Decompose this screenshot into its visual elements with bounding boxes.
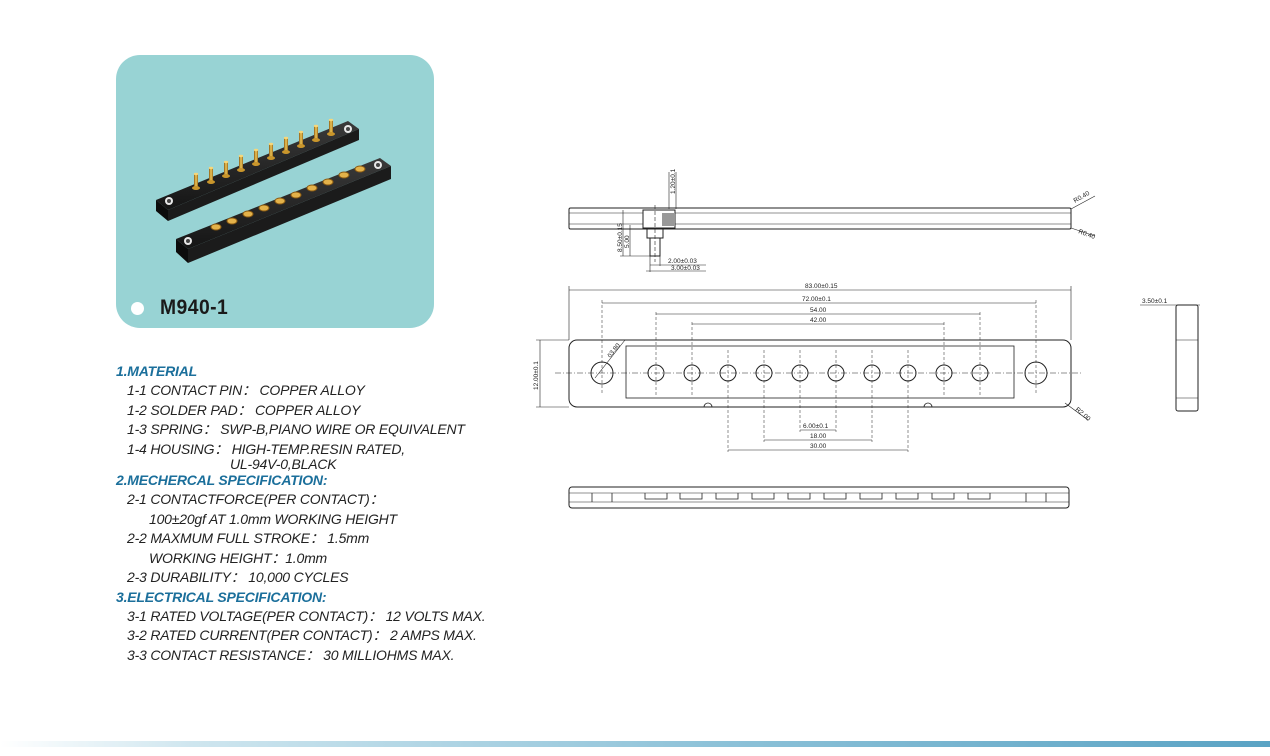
dim-pitch-6: 6.00±0.1: [803, 423, 829, 430]
model-name: M940-1: [160, 296, 229, 319]
dim-radius-top: R0.40: [1073, 190, 1092, 205]
dim-hole-dia: ö3.80: [606, 342, 622, 359]
dim-side-body: 5.00: [624, 235, 631, 248]
connector-with-pins: [156, 118, 359, 221]
dim-tail-dia: 2.00±0.03: [668, 258, 697, 265]
material-line: 1-2 SOLDER PAD： COPPER ALLOY: [127, 401, 361, 418]
technical-drawing: 1.20±0.1 8.50±0.15 5.00 2.00±0.03 3.00±0…: [533, 168, 1200, 509]
mechanical-line: 2-2 MAXMUM FULL STROKE： 1.5mm: [127, 530, 370, 546]
mechanical-line: 2-3 DURABILITY： 10,000 CYCLES: [127, 569, 349, 585]
material-title: 1.MATERIAL: [116, 363, 197, 379]
bottom-view: [568, 486, 1070, 509]
material-line-cont: UL-94V-0,BLACK: [230, 456, 337, 472]
dim-radius-bottom: R0.40: [1077, 228, 1096, 241]
connector-with-pads: [176, 158, 391, 263]
dim-hole-pitch: 72.00±0.1: [802, 296, 831, 303]
mechanical-line: 2-1 CONTACTFORCE(PER CONTACT)：: [127, 491, 384, 507]
dim-span-30: 30.00: [810, 443, 827, 450]
dim-thickness: 3.50±0.1: [1142, 298, 1168, 305]
electrical-line: 3-1 RATED VOLTAGE(PER CONTACT)： 12 VOLTS…: [127, 607, 486, 624]
dim-width: 12.00±0.1: [533, 361, 540, 390]
side-view: 1.20±0.1 8.50±0.15 5.00 2.00±0.03 3.00±0…: [568, 168, 1096, 272]
electrical-line: 3-2 RATED CURRENT(PER CONTACT)： 2 AMPS M…: [127, 627, 477, 643]
dim-span-42: 42.00: [810, 317, 827, 324]
material-line: 1-4 HOUSING： HIGH-TEMP.RESIN RATED,: [127, 440, 405, 457]
mechanical-value: WORKING HEIGHT：1.0mm: [149, 549, 328, 566]
specifications: 1.MATERIAL 1-1 CONTACT PIN： COPPER ALLOY…: [116, 362, 536, 665]
dim-overall-length: 83.00±0.15: [805, 283, 838, 290]
electrical-line: 3-3 CONTACT RESISTANCE： 30 MILLIOHMS MAX…: [127, 646, 455, 663]
dim-span-54: 54.00: [810, 307, 827, 314]
dim-side-total: 8.50±0.15: [617, 223, 624, 252]
dim-pin-height: 1.20±0.1: [670, 168, 677, 194]
end-view: 3.50±0.1: [1140, 298, 1200, 412]
material-line: 1-1 CONTACT PIN： COPPER ALLOY: [127, 382, 365, 398]
connector-photo: [156, 118, 391, 263]
dim-corner-radius: R2.00: [1074, 406, 1092, 423]
material-line: 1-3 SPRING： SWP-B,PIANO WIRE OR EQUIVALE…: [127, 421, 465, 437]
mechanical-title: 2.MECHERCAL SPECIFICATION:: [116, 472, 328, 488]
product-photo-card: [116, 55, 434, 328]
dim-span-18: 18.00: [810, 433, 827, 440]
electrical-title: 3.ELECTRICAL SPECIFICATION:: [116, 588, 327, 605]
bottom-accent-bar: [0, 741, 1270, 747]
model-bullet: [131, 302, 144, 315]
top-view: 83.00±0.15 72.00±0.1 54.00 42.00 12.00±0…: [533, 283, 1092, 452]
dim-head-dia: 3.00±0.03: [671, 265, 700, 272]
mechanical-value: 100±20gf AT 1.0mm WORKING HEIGHT: [149, 510, 397, 527]
